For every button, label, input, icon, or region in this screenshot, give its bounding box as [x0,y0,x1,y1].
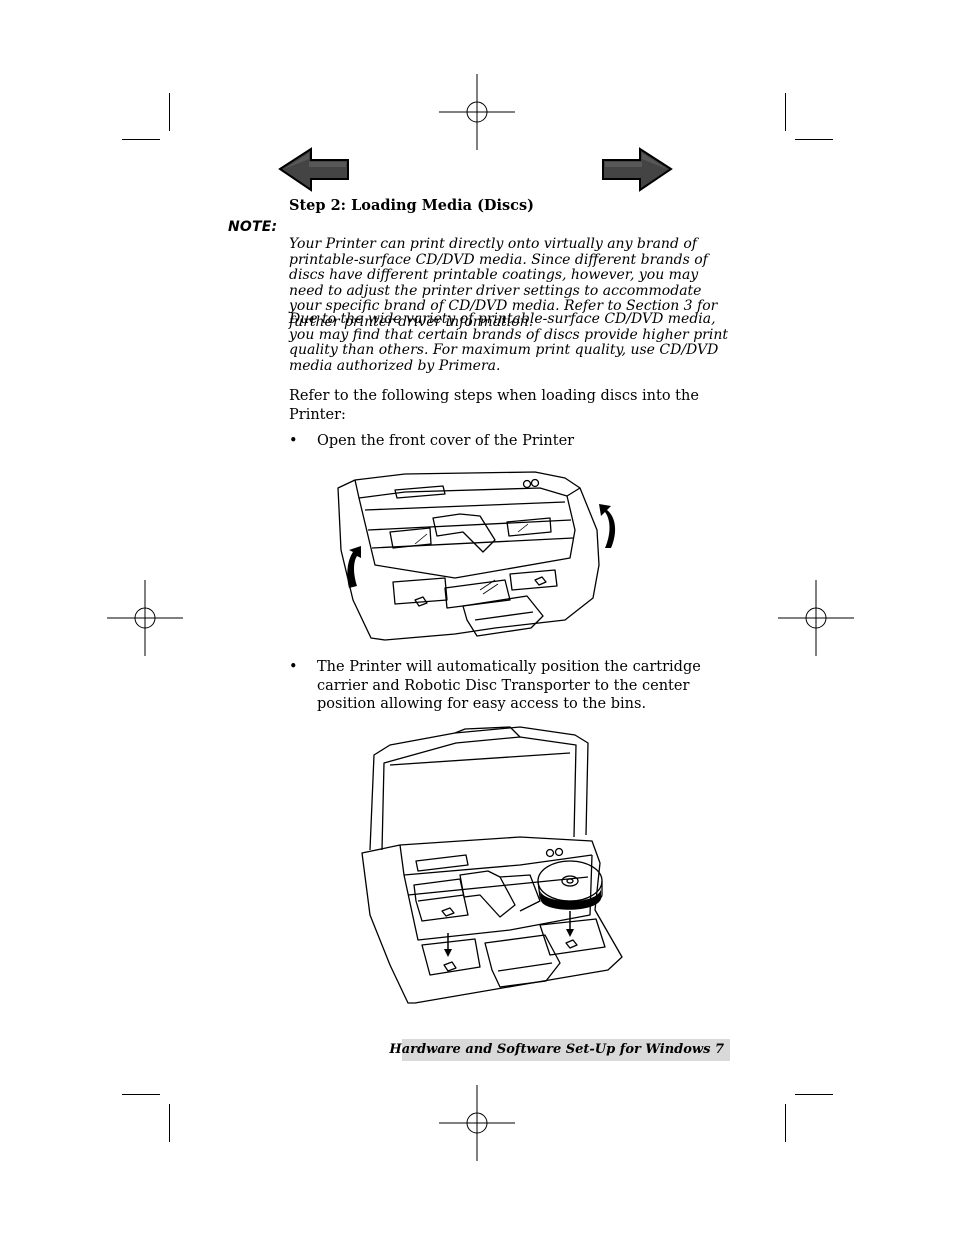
registration-mark-icon [439,1085,515,1161]
page-footer: Hardware and Software Set-Up for Windows… [389,1039,730,1061]
step-text: Open the front cover of the Printer [317,433,575,449]
crop-mark [122,139,160,140]
intro-text: Refer to the following steps when loadin… [289,388,699,423]
printer-bins-access-illustration [361,726,623,1004]
crop-mark [169,1104,170,1142]
step-text: The Printer will automatically position … [317,659,701,712]
bullet-marker: • [289,659,298,675]
registration-mark-icon [107,580,183,656]
note-paragraph: Due to the wide variety of printable-sur… [289,311,728,374]
crop-mark [785,93,786,131]
printer-cover-open-illustration [337,471,616,641]
registration-mark-icon [439,74,515,150]
section-heading: Step 2: Loading Media (Discs) [289,197,535,214]
note-label: NOTE: [228,219,278,235]
footer-text: Hardware and Software Set-Up for Windows… [389,1042,724,1057]
crop-mark [169,93,170,131]
note-paragraph: Your Printer can print directly onto vir… [289,236,718,330]
crop-mark [795,139,833,140]
registration-mark-icon [778,580,854,656]
right-arrow-icon[interactable] [601,147,673,192]
crop-mark [785,1104,786,1142]
bullet-marker: • [289,433,298,449]
left-arrow-icon[interactable] [278,147,350,192]
crop-mark [122,1094,160,1095]
crop-mark [795,1094,833,1095]
